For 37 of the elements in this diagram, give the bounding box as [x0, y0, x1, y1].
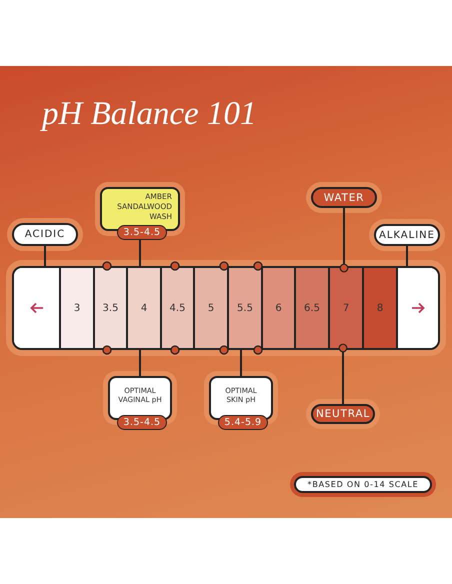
leader-line — [340, 208, 348, 272]
ph-value: 6.5 — [304, 302, 320, 314]
ph-value: 6 — [275, 302, 282, 314]
leader-line — [139, 348, 141, 376]
node-text: WATER — [324, 192, 364, 204]
title: pH Balance 101 — [42, 96, 256, 133]
leader-line — [44, 246, 46, 268]
ph-cell — [362, 268, 396, 348]
node-text: NEUTRAL — [316, 408, 370, 420]
ph-cell — [160, 268, 193, 348]
scale-end-cell — [396, 268, 438, 348]
leader-line — [406, 246, 408, 268]
leader-line — [240, 348, 242, 376]
ph-cell — [261, 268, 294, 348]
ph-cell — [227, 268, 261, 348]
ph-range-badge: 5.4-5.9 — [218, 415, 268, 430]
ph-cell — [59, 268, 93, 348]
ph-cell — [294, 268, 328, 348]
ph-range-badge: 3.5-4.5 — [117, 225, 167, 240]
ph-value: 4.5 — [170, 302, 186, 314]
ph-range-badge: 3.5-4.5 — [117, 415, 167, 430]
ph-value: 3.5 — [102, 302, 118, 314]
ph-cell — [93, 268, 126, 348]
ph-cell — [193, 268, 227, 348]
leader-line — [338, 344, 348, 404]
ph-value: 4 — [140, 302, 148, 314]
ph-value: 7 — [342, 302, 350, 314]
ph-value: 3 — [74, 302, 80, 314]
ph-value: 5 — [208, 302, 214, 314]
leader-line — [139, 240, 141, 268]
ph-cell — [328, 268, 362, 348]
ph-value: 5.5 — [237, 302, 253, 314]
node-text: ACIDIC — [24, 229, 66, 240]
ph-value: 8 — [376, 302, 384, 314]
ph-cell — [126, 268, 160, 348]
node-text: *BASED ON 0-14 SCALE — [308, 480, 418, 489]
node-text: ALKALINE — [379, 230, 435, 240]
